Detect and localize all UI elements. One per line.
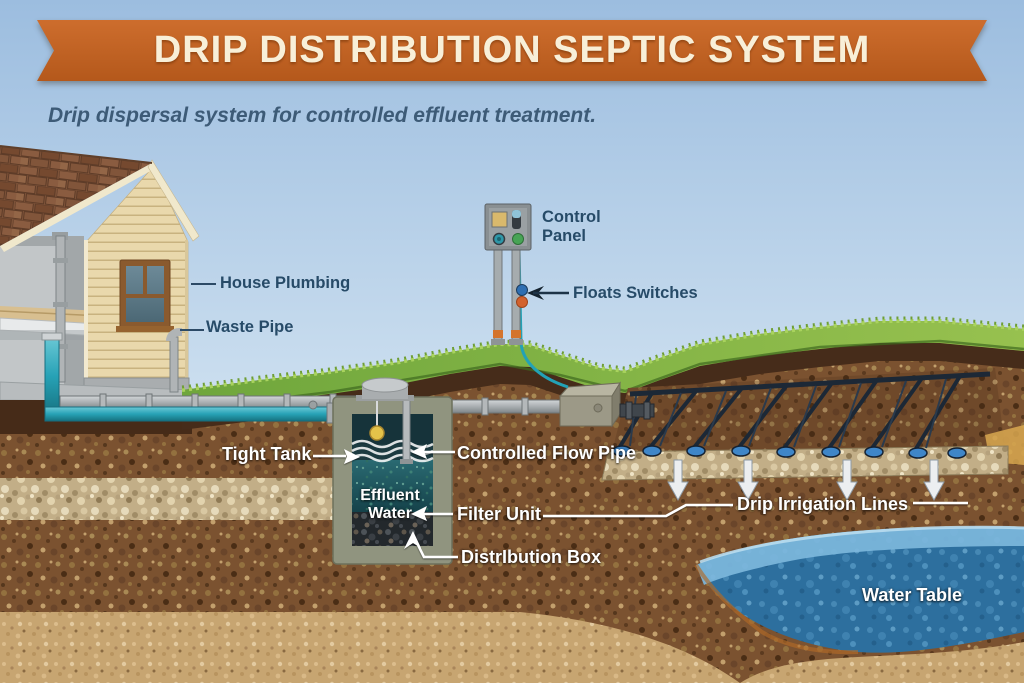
tank-lid-dome: [356, 377, 414, 401]
label-drip-irrigation-lines: Drip Irrigation Lines: [737, 494, 909, 514]
roof-shingles: [0, 146, 152, 246]
label-waste-pipe: Waste Pipe: [206, 318, 294, 336]
downspout-pipe: [52, 232, 68, 383]
control-panel: [484, 203, 532, 345]
drip-field: [601, 368, 1024, 481]
label-effluent-water: Effluent Water: [360, 487, 420, 523]
drip-emitters: [612, 445, 967, 459]
float-switch-icon: [516, 284, 569, 308]
percolation-arrows: [667, 459, 945, 502]
gravel-bed: [601, 445, 1009, 481]
float-ball: [369, 425, 385, 441]
title-banner: DRIP DISTRIBUTION SEPTIC SYSTEM: [37, 20, 987, 81]
label-floats-switches: Floats Switches: [573, 284, 698, 302]
sand-layer: [0, 612, 740, 683]
dark-leader-lines: [180, 283, 216, 331]
white-leader-lines: [313, 444, 968, 559]
label-distribution-box: DistrIbution Box: [461, 547, 601, 567]
panel-green-button: [512, 233, 524, 245]
house-illustration: [0, 145, 200, 395]
subtitle: Drip dispersal system for controlled eff…: [48, 104, 597, 127]
vent-pipe: [166, 328, 182, 393]
label-water-table: Water Table: [862, 585, 963, 605]
drip-irrigation-pipes: [616, 374, 962, 454]
distribution-box: [558, 381, 655, 428]
label-controlled-flow-pipe: Controlled Flow Pipe: [457, 443, 636, 463]
panel-screen: [491, 211, 508, 228]
topsoil-band: [182, 339, 1024, 430]
label-filter-unit: Filter Unit: [457, 504, 541, 524]
tight-tank: [332, 377, 453, 565]
page-title: DRIP DISTRIBUTION SEPTIC SYSTEM: [153, 29, 871, 71]
waste-pipe-teal: [41, 332, 344, 424]
label-control-panel: Control Panel: [542, 208, 601, 245]
drip-return-lines: [629, 378, 947, 449]
label-tight-tank: Tight Tank: [222, 444, 312, 464]
gravel-band: [0, 478, 335, 520]
label-house-plumbing: House Plumbing: [220, 274, 351, 292]
water-table-pool: [694, 525, 1024, 655]
controlled-flow-pipe: [402, 396, 411, 464]
house-window: [116, 259, 174, 332]
